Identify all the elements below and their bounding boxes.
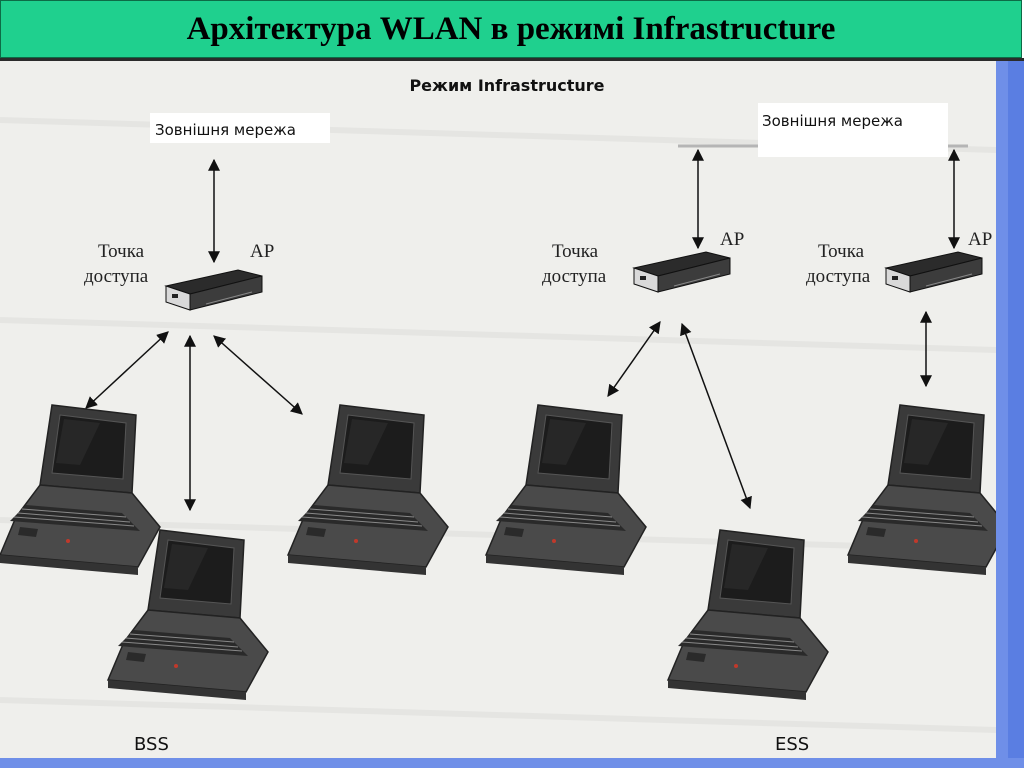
- title-divider: [0, 58, 1024, 61]
- bss-laptop-right: [287, 404, 449, 576]
- ess-label: ESS: [775, 734, 809, 755]
- ess-access-point-2-line1: Точка: [818, 241, 865, 262]
- side-accent-strip-dark: [1008, 61, 1024, 768]
- ess-ap-2-label: AP: [968, 229, 992, 250]
- diagram-heading: Режим Infrastructure: [409, 76, 604, 95]
- bss-arrow-left: [85, 331, 169, 409]
- ess-external-network-box: [758, 103, 948, 157]
- bss-access-point-line2: доступа: [84, 266, 149, 287]
- bss-label: BSS: [134, 734, 169, 755]
- ess-access-point-1-icon: [633, 251, 731, 293]
- ess-arrow-left: [607, 321, 661, 397]
- bss-access-point-icon: [165, 269, 263, 311]
- ess-ap-1-label: AP: [720, 229, 744, 250]
- bottom-accent-strip: [0, 758, 1024, 768]
- bss-laptop-left: [0, 404, 161, 576]
- ess-access-point-2-line2: доступа: [806, 266, 871, 287]
- ess-laptop-right: [847, 404, 996, 576]
- wlan-diagram: Режим Infrastructure Зовнішня мережа Точ…: [0, 61, 996, 758]
- bss-access-point-line1: Точка: [98, 241, 145, 262]
- ess-access-point-2-icon: [885, 251, 983, 293]
- bss-ap-label: AP: [250, 241, 274, 262]
- bss-external-network-label: Зовнішня мережа: [155, 121, 296, 139]
- title-bar: Архітектура WLAN в режимі Infrastructure: [0, 0, 1022, 58]
- slide-title: Архітектура WLAN в режимі Infrastructure: [186, 10, 836, 47]
- bss-external-network-box: [150, 113, 330, 143]
- ess-external-network-label: Зовнішня мережа: [762, 112, 903, 130]
- ess-arrow-middle: [680, 322, 752, 510]
- ess-laptop-left: [485, 404, 647, 576]
- ess-laptop-middle: [667, 529, 829, 701]
- bss-arrow-right: [213, 335, 303, 415]
- ess-access-point-1-line1: Точка: [552, 241, 599, 262]
- ess-access-point-1-line2: доступа: [542, 266, 607, 287]
- diagram-canvas: Режим Infrastructure Зовнішня мережа Точ…: [0, 76, 996, 755]
